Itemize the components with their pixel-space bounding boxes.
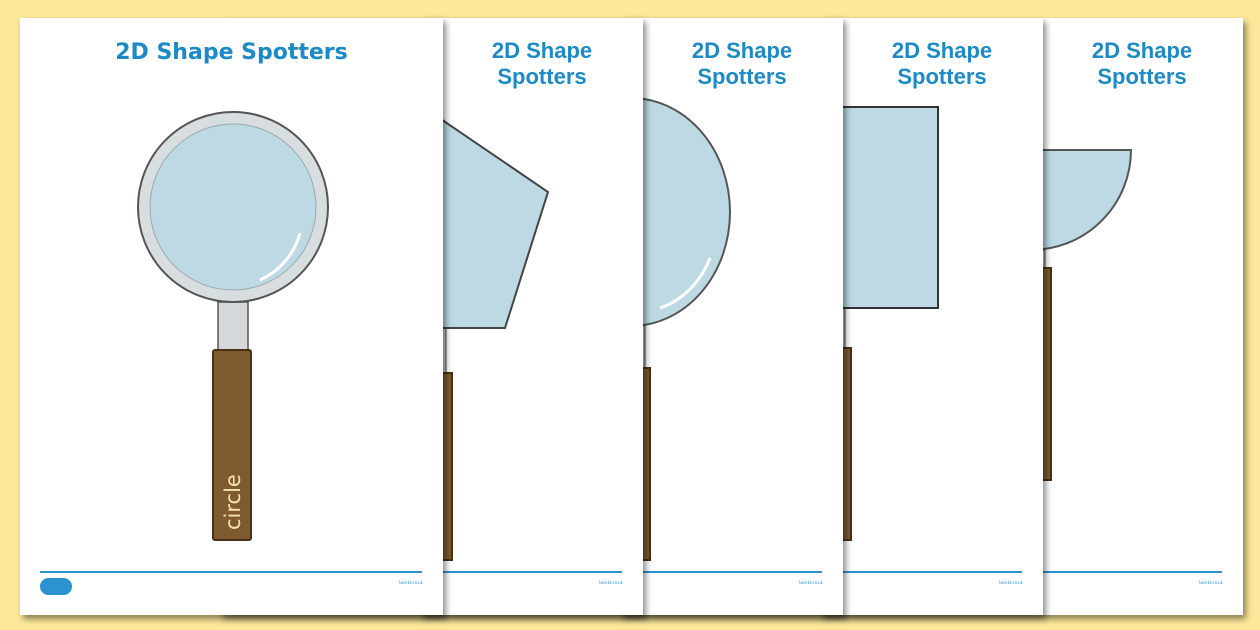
footer-url: twinkl.co.uk [1199,580,1223,585]
semicircle-lens [630,96,731,328]
handle [212,349,252,541]
footer-url: twinkl.co.uk [399,580,423,585]
footer-url: twinkl.co.uk [599,580,623,585]
page-title: 2D Shape Spotters [491,38,593,89]
footer-divider [40,571,422,573]
page-title: 2D Shape Spotters [115,40,348,65]
footer-url: twinkl.co.uk [999,580,1023,585]
circle-spotter-illustration: circle [137,111,329,541]
shape-label: circle [221,474,245,530]
handle-neck [217,301,249,353]
magnifier-lens [149,123,317,291]
footer-url: twinkl.co.uk [799,580,823,585]
twinkl-logo [40,578,72,595]
page-title: 2D Shape Spotters [691,38,793,89]
page-title: 2D Shape Spotters [1091,38,1193,89]
page-title: 2D Shape Spotters [891,38,993,89]
worksheet-page-1: circle 2D Shape Spotters twinkl.co.uk [20,18,443,615]
